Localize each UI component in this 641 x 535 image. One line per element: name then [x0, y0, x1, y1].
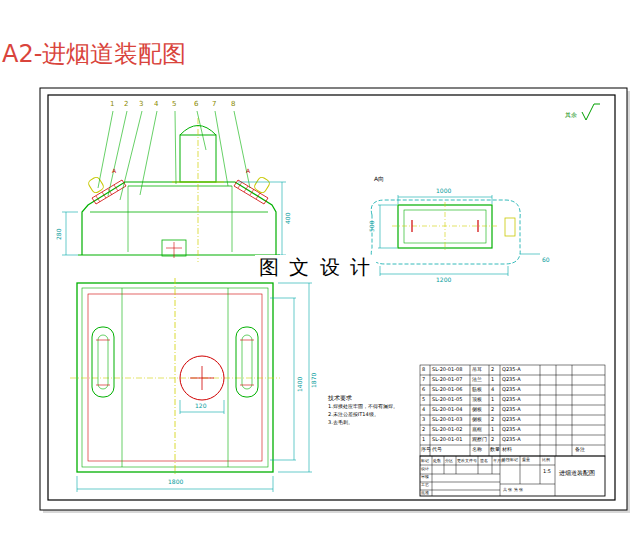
title-block-cell: 处数 — [433, 459, 441, 463]
table-cell: 2 — [422, 427, 425, 432]
title-block-cell: 名称 — [472, 447, 482, 452]
title-block-cell: 进烟道装配图 — [559, 470, 595, 476]
dimension-text: 1800 — [168, 479, 183, 485]
note-text: 技术要求 — [328, 395, 352, 401]
roughness-note: 其余 — [565, 112, 577, 118]
table-cell: Q235-A — [502, 407, 521, 412]
table-cell: 1 — [422, 437, 425, 442]
detail-view — [371, 195, 540, 276]
table-cell: 2 — [491, 367, 494, 372]
title-block-cell: 材料 — [502, 447, 512, 452]
table-cell: 4 — [491, 387, 494, 392]
callout-number: 5 — [172, 101, 176, 108]
table-cell: SL-20-01-02 — [432, 427, 462, 432]
table-cell: SL-20-01-08 — [432, 367, 462, 372]
title-block-cell: 数量 — [490, 447, 500, 452]
callout-number: 6 — [194, 101, 198, 108]
table-cell: 底框 — [472, 427, 482, 432]
dimension-text: 120 — [195, 403, 206, 409]
title-block-cell: 序号 — [421, 447, 431, 452]
note-text: 1.焊接处应牢固，不得有漏焊。 — [328, 404, 398, 409]
table-cell: 4 — [422, 407, 425, 412]
table-cell: Q235-A — [502, 397, 521, 402]
callout-number: 7 — [212, 101, 216, 108]
note-text: 3.去毛刺。 — [328, 420, 353, 425]
dimension-text: 1870 — [311, 373, 317, 388]
title-block-cell: 1:5 — [543, 469, 551, 474]
dimension-text: 280 — [56, 229, 62, 240]
view-marker: A — [112, 168, 116, 174]
title-block-cell: 共 张 第 张 — [503, 488, 523, 492]
table-cell: SL-20-01-03 — [432, 417, 462, 422]
table-cell: Q235-A — [502, 417, 521, 422]
title-block-cell: 批准 — [421, 491, 429, 495]
title-block-cell: 重量 — [522, 458, 530, 462]
title-block-cell: 备注 — [575, 447, 585, 452]
callout-number: 1 — [110, 101, 114, 108]
table-cell: 2 — [491, 407, 494, 412]
table-cell: 7 — [422, 377, 425, 382]
roughness-symbol — [582, 104, 600, 120]
callout-number: 4 — [154, 101, 158, 108]
title-block-cell: 审核 — [421, 475, 429, 479]
dimension-text: 400 — [285, 213, 291, 224]
table-cell: 6 — [422, 387, 425, 392]
callout-number: 8 — [231, 101, 235, 108]
table-cell: 观察门 — [472, 437, 487, 442]
top-view — [70, 278, 312, 492]
title-block-cell: 签名 — [480, 459, 488, 463]
table-cell: 1 — [491, 377, 494, 382]
table-cell: 2 — [491, 417, 494, 422]
watermark: 图 文 设 计 — [255, 255, 376, 279]
dimension-text: 60 — [542, 257, 550, 263]
view-marker: A — [246, 168, 250, 174]
table-cell: Q235-A — [502, 367, 521, 372]
title-block-cell: 比例 — [542, 458, 550, 462]
callout-number: 3 — [139, 101, 143, 108]
table-cell: 法兰 — [472, 377, 482, 382]
note-text: 2.未注公差按IT14级。 — [328, 412, 379, 417]
title-block-cell: 代号 — [432, 447, 442, 452]
table-cell: SL-20-01-07 — [432, 377, 462, 382]
title-block-cell: 分区 — [445, 459, 453, 463]
table-cell: SL-20-01-04 — [432, 407, 462, 412]
title-block-cell: 阶段标记 — [502, 458, 518, 462]
table-cell: 顶板 — [472, 397, 482, 402]
table-cell: 吊耳 — [472, 367, 482, 372]
table-cell: SL-20-01-05 — [432, 397, 462, 402]
table-cell: Q235-A — [502, 427, 521, 432]
table-cell: SL-20-01-01 — [432, 437, 462, 442]
dimension-text: 1200 — [436, 277, 451, 283]
table-cell: Q235-A — [502, 377, 521, 382]
front-view — [62, 111, 286, 262]
title-block-cell: 更改文件号 — [457, 459, 477, 463]
sheet-border — [40, 88, 627, 510]
table-cell: 筋板 — [472, 387, 482, 392]
page-title: A2-进烟道装配图 — [2, 42, 186, 66]
title-block-cell: 标记 — [421, 459, 429, 463]
dimension-text: 1400 — [297, 377, 303, 392]
table-cell: 5 — [422, 397, 425, 402]
table-cell: Q235-A — [502, 387, 521, 392]
table-cell: 2 — [491, 437, 494, 442]
table-cell: Q235-A — [502, 437, 521, 442]
table-cell: 1 — [491, 397, 494, 402]
table-cell: 1 — [491, 427, 494, 432]
drawing-frame — [48, 95, 615, 500]
table-cell: 8 — [422, 367, 425, 372]
table-cell: 3 — [422, 417, 425, 422]
callout-number: 2 — [124, 101, 128, 108]
parts-table — [420, 365, 605, 496]
title-block-cell: 工艺 — [421, 483, 429, 487]
table-cell: SL-20-01-06 — [432, 387, 462, 392]
dimension-text: 500 — [369, 221, 375, 232]
dimension-text: 1000 — [436, 188, 451, 194]
view-label: A向 — [374, 176, 384, 182]
table-cell: 侧板 — [472, 417, 482, 422]
title-block-cell: 设计 — [421, 467, 429, 471]
table-cell: 侧板 — [472, 407, 482, 412]
